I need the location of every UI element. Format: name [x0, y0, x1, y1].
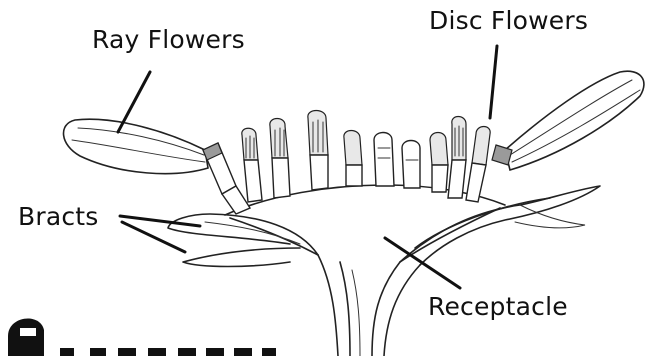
ray-flower-right: [492, 71, 644, 170]
disc-floret: [402, 141, 420, 189]
receptacle: [225, 185, 505, 262]
label-ray-flowers: Ray Flowers: [92, 25, 245, 54]
stem: [318, 255, 420, 356]
leader-receptacle: [385, 238, 460, 288]
label-bracts: Bracts: [18, 202, 99, 231]
disc-floret: [448, 117, 466, 199]
disc-floret: [430, 133, 448, 193]
disc-floret: [344, 131, 362, 187]
disc-floret: [308, 111, 328, 191]
disc-floret: [242, 128, 262, 202]
disc-florets: [242, 111, 490, 203]
leader-bracts-2: [122, 222, 185, 252]
disc-floret: [270, 119, 290, 199]
label-disc-flowers: Disc Flowers: [429, 6, 588, 35]
ray-flower-left: [64, 119, 250, 214]
leader-bracts-1: [120, 216, 200, 226]
leader-disc-flowers: [490, 46, 497, 118]
disc-floret: [466, 127, 490, 203]
bract-right: [400, 186, 600, 265]
leader-ray-flowers: [118, 72, 150, 132]
bottom-edge-artifact: [8, 319, 276, 356]
disc-floret: [374, 133, 394, 187]
label-receptacle: Receptacle: [428, 292, 568, 321]
